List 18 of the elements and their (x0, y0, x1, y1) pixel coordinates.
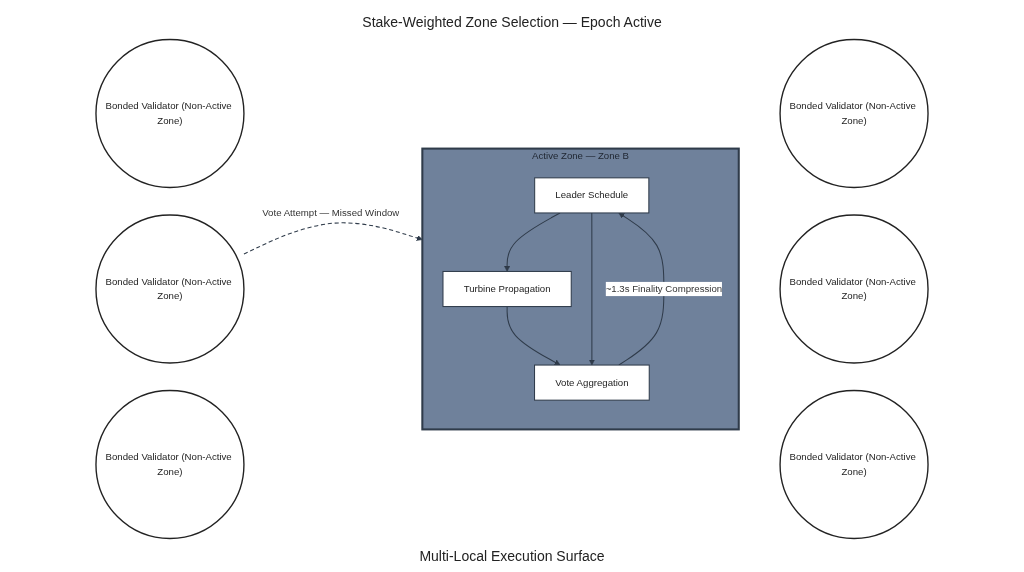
diagram-caption: Multi-Local Execution Surface (419, 548, 605, 564)
node-circle: Bonded Validator (Non-Active Zone) (779, 214, 929, 364)
arrow (506, 306, 561, 366)
arrow (243, 222, 423, 255)
arrow (588, 212, 595, 366)
edge-label: Vote Attempt — Missed Window (262, 207, 400, 219)
node-circle: Bonded Validator (Non-Active Zone) (95, 214, 245, 364)
node-circle: Bonded Validator (Non-Active Zone) (779, 389, 929, 540)
diagram-title: Stake-Weighted Zone Selection — Epoch Active (362, 14, 662, 30)
node-box: Vote Aggregation (534, 364, 650, 401)
node-box: Leader Schedule (534, 177, 650, 214)
arrow (504, 212, 561, 272)
node-circle: Bonded Validator (Non-Active Zone) (95, 38, 245, 189)
node-box: Turbine Propagation (442, 270, 572, 308)
edge-label: ~1.3s Finality Compression (605, 283, 723, 295)
node-circle: Bonded Validator (Non-Active Zone) (95, 389, 245, 540)
arrow (618, 212, 665, 366)
node-circle: Bonded Validator (Non-Active Zone) (779, 38, 929, 189)
